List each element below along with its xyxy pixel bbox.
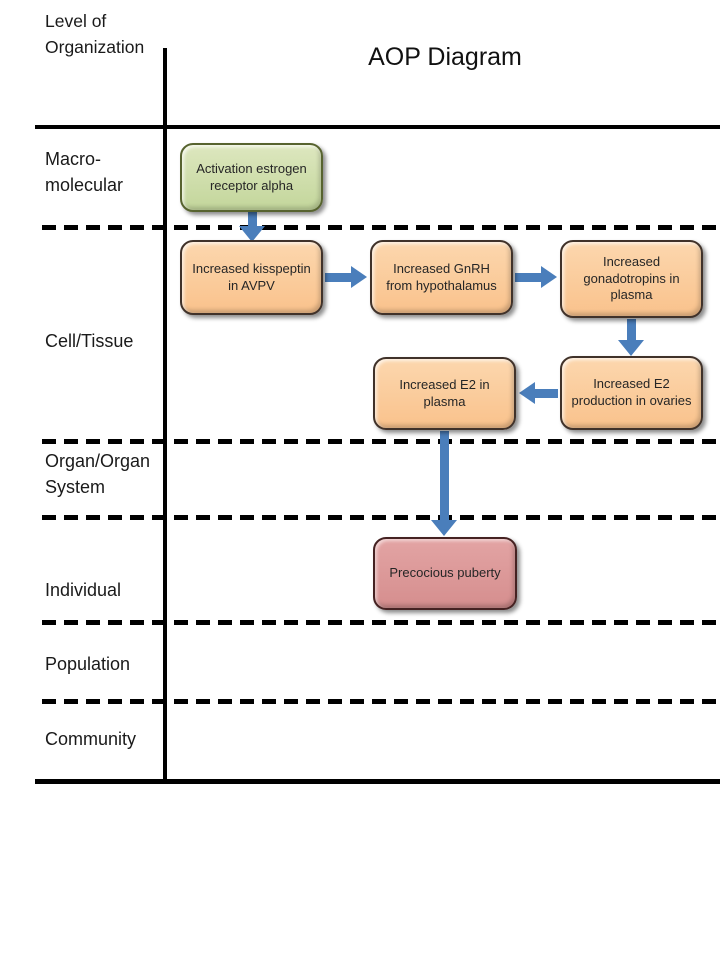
arrow-right-icon (351, 266, 367, 288)
arrow-e2plasma-to-precocious-shaft (440, 431, 449, 522)
node-increased-gonadotropins: Increased gonadotropins in plasma (560, 240, 703, 318)
diagram-title: AOP Diagram (368, 43, 522, 71)
level-label-macromolecular: Macro-molecular (45, 149, 124, 196)
arrow-kisspeptin-to-gnrh-shaft (325, 273, 352, 282)
level-column-title: Level of Organization (45, 11, 145, 58)
vertical-divider-line (163, 48, 167, 783)
arrow-down-icon (239, 226, 265, 242)
level-label-organ-system: Organ/Organ System (45, 451, 151, 498)
node-increased-gnrh: Increased GnRH from hypothalamus (370, 240, 513, 315)
node-precocious-puberty: Precocious puberty (373, 537, 517, 610)
level-label-population: Population (45, 654, 131, 674)
arrow-down-icon (431, 520, 457, 536)
arrow-down-icon (618, 340, 644, 356)
node-activation-estrogen-receptor: Activation estrogen receptor alpha (180, 143, 323, 212)
arrow-gnrh-to-gonadotropins-shaft (515, 273, 542, 282)
dashed-divider-macromolecular-celltissue (42, 225, 720, 230)
node-increased-e2-plasma: Increased E2 in plasma (373, 357, 516, 430)
level-label-celltissue: Cell/Tissue (45, 331, 134, 351)
dashed-divider-celltissue-organ (42, 439, 720, 444)
dashed-divider-population-community (42, 699, 720, 704)
arrow-gonadotropins-to-e2production-shaft (627, 319, 636, 342)
arrow-right-icon (541, 266, 557, 288)
arrow-e2production-to-e2plasma-shaft (534, 389, 558, 398)
level-label-community: Community (45, 729, 137, 749)
level-label-individual: Individual (45, 580, 122, 600)
arrow-activation-to-kisspeptin-shaft (248, 212, 257, 228)
arrow-left-icon (519, 382, 535, 404)
bottom-border-line (35, 779, 720, 784)
node-increased-e2-production: Increased E2 production in ovaries (560, 356, 703, 430)
dashed-divider-organ-individual (42, 515, 720, 520)
node-increased-kisspeptin: Increased kisspeptin in AVPV (180, 240, 323, 315)
top-border-line (35, 125, 720, 129)
dashed-divider-individual-population (42, 620, 720, 625)
